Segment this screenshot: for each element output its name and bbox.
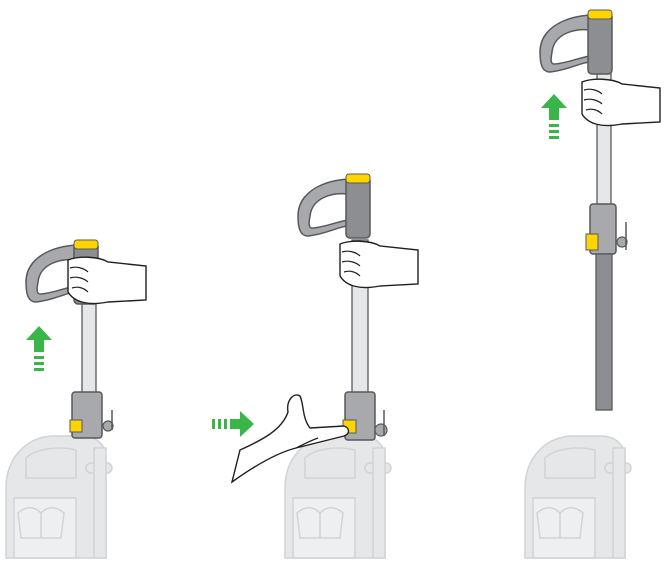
step-2-panel [212, 173, 419, 559]
wand-lower-tube [595, 253, 613, 411]
pointing-hand-icon [230, 394, 350, 484]
right-arrow-icon [212, 411, 254, 437]
machine-body-faded [5, 435, 113, 559]
up-arrow-icon [541, 94, 567, 139]
step-1-panel [5, 239, 147, 559]
release-catch-icon [69, 391, 114, 439]
hand-icon [67, 256, 147, 305]
up-arrow-icon [26, 326, 52, 371]
machine-body-faded [524, 435, 632, 559]
release-catch-icon [585, 203, 628, 255]
machine-body-faded [284, 435, 392, 559]
wand-handle-icon [297, 173, 371, 239]
release-catch-icon [342, 391, 388, 441]
step-3-panel [524, 9, 661, 559]
hand-icon [339, 240, 419, 289]
hand-icon [581, 78, 661, 127]
wand-handle-icon [539, 9, 613, 75]
